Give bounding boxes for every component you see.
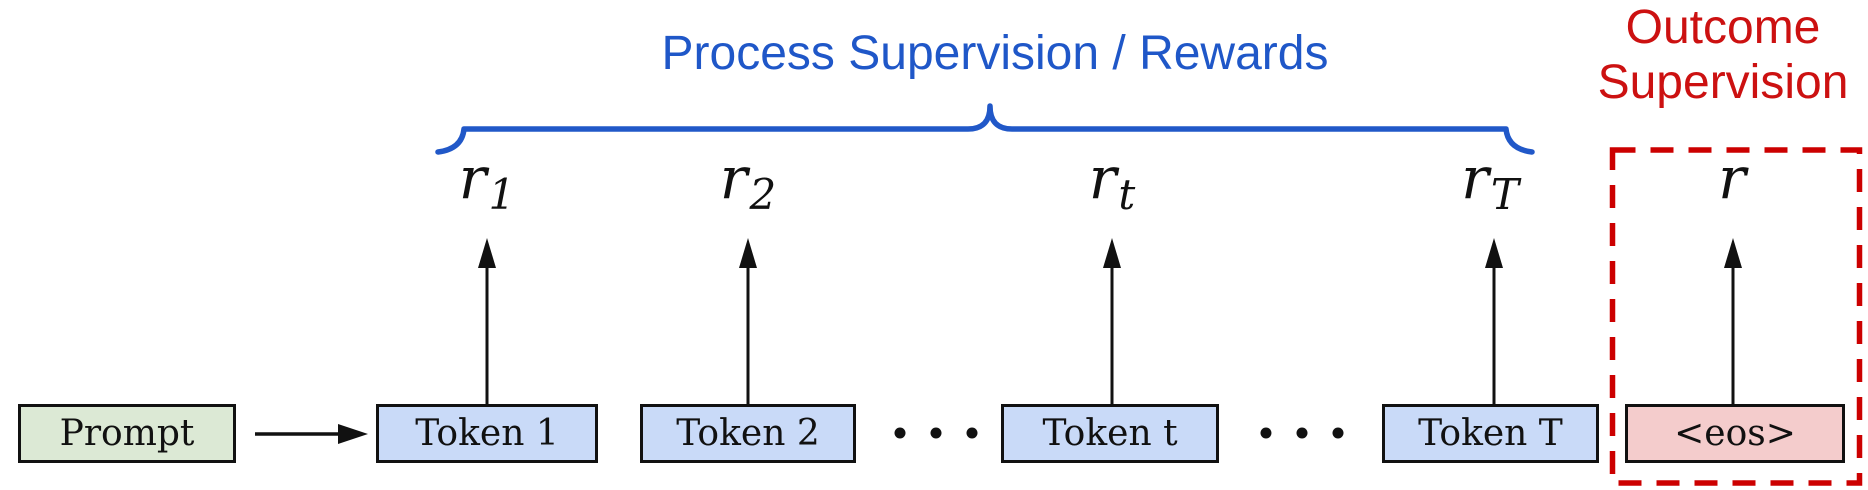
prompt-box-label: Prompt [59,413,195,454]
token-T-label: Token T [1418,413,1563,454]
prompt-flow-arrow-icon [255,424,368,444]
token-2-box: Token 2 [640,404,856,463]
token-t-label: Token t [1042,413,1178,454]
prompt-box: Prompt [18,404,236,463]
reward-symbol: r [1088,144,1117,212]
reward-label-rt: rt [1088,144,1136,219]
reward-label-rT: rT [1461,144,1519,219]
outcome-label-line1: Outcome [1625,1,1821,54]
ellipsis-dots-left-icon [894,427,978,439]
reward-label-r1: r1 [458,144,516,219]
reward-subscript: T [1490,170,1519,219]
eos-label: <eos> [1674,413,1796,454]
process-brace-icon [435,103,1535,155]
reward-subscript: t [1118,170,1136,219]
reward-symbol: r [1461,144,1489,212]
reward-arrow-tokenT-icon [1485,238,1503,404]
reward-arrow-eos-icon [1724,238,1742,404]
token-1-label: Token 1 [415,413,559,454]
reward-label-r2: r2 [719,144,777,219]
reward-arrow-tokent-icon [1103,238,1121,404]
reward-symbol: r [458,144,487,212]
outcome-label-line2: Supervision [1597,56,1849,109]
reward-arrow-token2-icon [739,238,757,404]
process-supervision-label: Process Supervision / Rewards [661,27,1329,80]
reward-arrow-token1-icon [478,238,496,404]
reward-subscript: 1 [488,170,516,219]
outcome-supervision-label: Outcome Supervision [1598,0,1849,110]
token-2-label: Token 2 [676,413,820,454]
ellipsis-dots-right-icon [1260,427,1344,439]
reward-label-outcome-r: r [1718,146,1748,216]
token-1-box: Token 1 [376,404,598,463]
token-t-box: Token t [1001,404,1219,463]
outcome-dashed-box-icon [1609,147,1863,486]
reward-subscript: 2 [749,170,777,219]
reward-symbol: r [1718,144,1746,212]
reward-symbol: r [719,144,748,212]
eos-box: <eos> [1625,404,1845,463]
token-T-box: Token T [1382,404,1599,463]
